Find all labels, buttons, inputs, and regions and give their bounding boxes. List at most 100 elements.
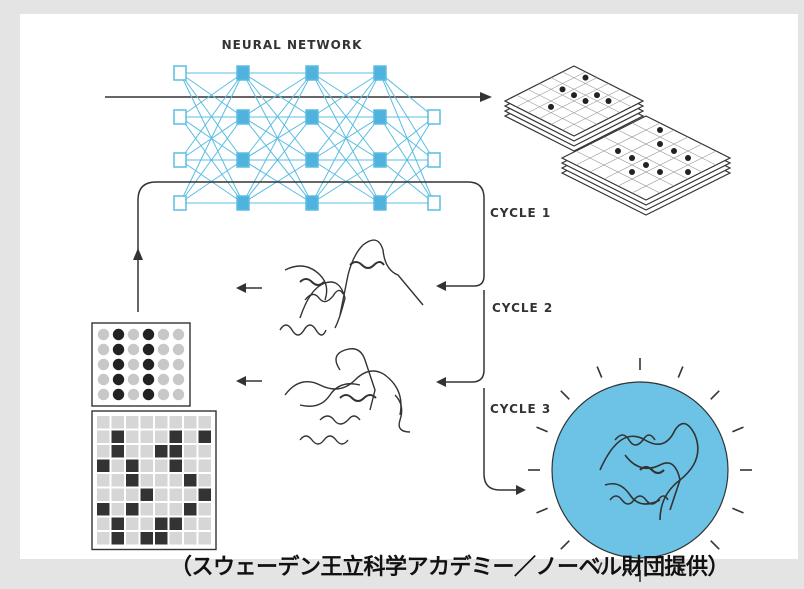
output-grid-stack-small: [503, 65, 645, 152]
network-edge: [179, 72, 244, 118]
grid-cell: [198, 517, 211, 530]
grid-cell: [169, 445, 182, 458]
network-hidden-node: [236, 109, 250, 125]
cycle3-line: [483, 388, 518, 491]
grid-cell: [127, 388, 140, 401]
network-edge: [379, 116, 435, 204]
glow-ray: [677, 562, 684, 574]
grid-cell: [97, 488, 110, 501]
grid-cell: [155, 430, 168, 443]
grid-dot: [559, 86, 566, 93]
grid-cell: [97, 445, 110, 458]
grid-dot: [657, 127, 663, 133]
network-hidden-node: [373, 195, 387, 211]
grid-cell: [198, 532, 211, 545]
network-edge: [311, 72, 381, 118]
grid-cell: [198, 416, 211, 429]
grid-cell: [111, 416, 124, 429]
grid-cell: [126, 503, 139, 516]
network-hidden-node: [373, 152, 387, 168]
input-feature-grid-small: [91, 322, 191, 407]
grid-cell: [198, 474, 211, 487]
grid-cell: [126, 474, 139, 487]
grid-cell: [97, 532, 110, 545]
grid-cell: [111, 488, 124, 501]
grid-cell: [155, 488, 168, 501]
glow-ray: [536, 426, 548, 433]
network-io-node: [173, 152, 187, 168]
grid-cell: [157, 343, 170, 356]
glow-ray: [560, 540, 570, 550]
grid-dot: [548, 103, 554, 110]
grid-dot: [629, 169, 635, 175]
grid-dot: [582, 74, 589, 81]
grid-cell: [155, 517, 168, 530]
grid-cell: [140, 416, 153, 429]
grid-dot: [685, 155, 691, 161]
grid-cell: [169, 532, 182, 545]
grid-cell: [126, 517, 139, 530]
grid-cell: [157, 358, 170, 371]
grid-dot: [671, 148, 677, 154]
network-edge: [242, 72, 313, 161]
network-hidden-node: [236, 195, 250, 211]
grid-dot: [643, 162, 649, 168]
grid-cell: [97, 416, 110, 429]
grid-cell: [142, 358, 155, 371]
grid-dot: [594, 92, 600, 99]
network-io-node: [427, 109, 441, 125]
grid-cell: [184, 488, 197, 501]
network-hidden-node: [305, 65, 319, 81]
grid-cell: [169, 459, 182, 472]
grid-cell: [155, 474, 168, 487]
network-io-node: [427, 152, 441, 168]
grid-cell: [127, 343, 140, 356]
grid-cell: [126, 532, 139, 545]
grid-cell: [97, 373, 110, 386]
grid-cell: [198, 430, 211, 443]
protein2-out-arrowhead: [236, 376, 246, 386]
grid-cell: [97, 503, 110, 516]
grid-cell: [127, 373, 140, 386]
cycle-1-label: CYCLE 1: [490, 206, 551, 220]
grid-cell: [169, 488, 182, 501]
grid-dot: [629, 155, 635, 161]
grid-cell: [184, 532, 197, 545]
grid-cell: [112, 328, 125, 341]
grid-cell: [198, 503, 211, 516]
grid-cell: [184, 459, 197, 472]
grid-dot: [615, 148, 621, 154]
grid-cell: [142, 343, 155, 356]
grid-dot: [657, 169, 663, 175]
grid-cell: [184, 517, 197, 530]
network-edge: [179, 72, 244, 161]
network-hidden-node: [305, 152, 319, 168]
grid-cell: [140, 430, 153, 443]
grid-cell: [97, 459, 110, 472]
glow-ray: [596, 366, 603, 378]
grid-cell: [169, 430, 182, 443]
grid-cell: [157, 328, 170, 341]
grid-cell: [142, 388, 155, 401]
grid-cell: [126, 459, 139, 472]
grid-cell: [111, 532, 124, 545]
grid-cell: [184, 430, 197, 443]
grid-cell: [97, 474, 110, 487]
grid-dot: [685, 169, 691, 175]
grid-cell: [155, 459, 168, 472]
glow-ray: [596, 562, 603, 574]
glow-ray: [710, 540, 720, 550]
grid-cell: [127, 328, 140, 341]
grid-cell: [126, 488, 139, 501]
feedback-up-arrowhead: [133, 248, 143, 260]
network-edge: [379, 116, 435, 161]
grid-line: [562, 94, 632, 131]
grid-cell: [184, 445, 197, 458]
grid-cell: [112, 358, 125, 371]
grid-cell: [111, 517, 124, 530]
cycle-3-label: CYCLE 3: [490, 402, 551, 416]
grid-dot: [582, 98, 589, 104]
grid-cell: [97, 388, 110, 401]
grid-cell: [140, 445, 153, 458]
grid-border: [91, 410, 217, 551]
